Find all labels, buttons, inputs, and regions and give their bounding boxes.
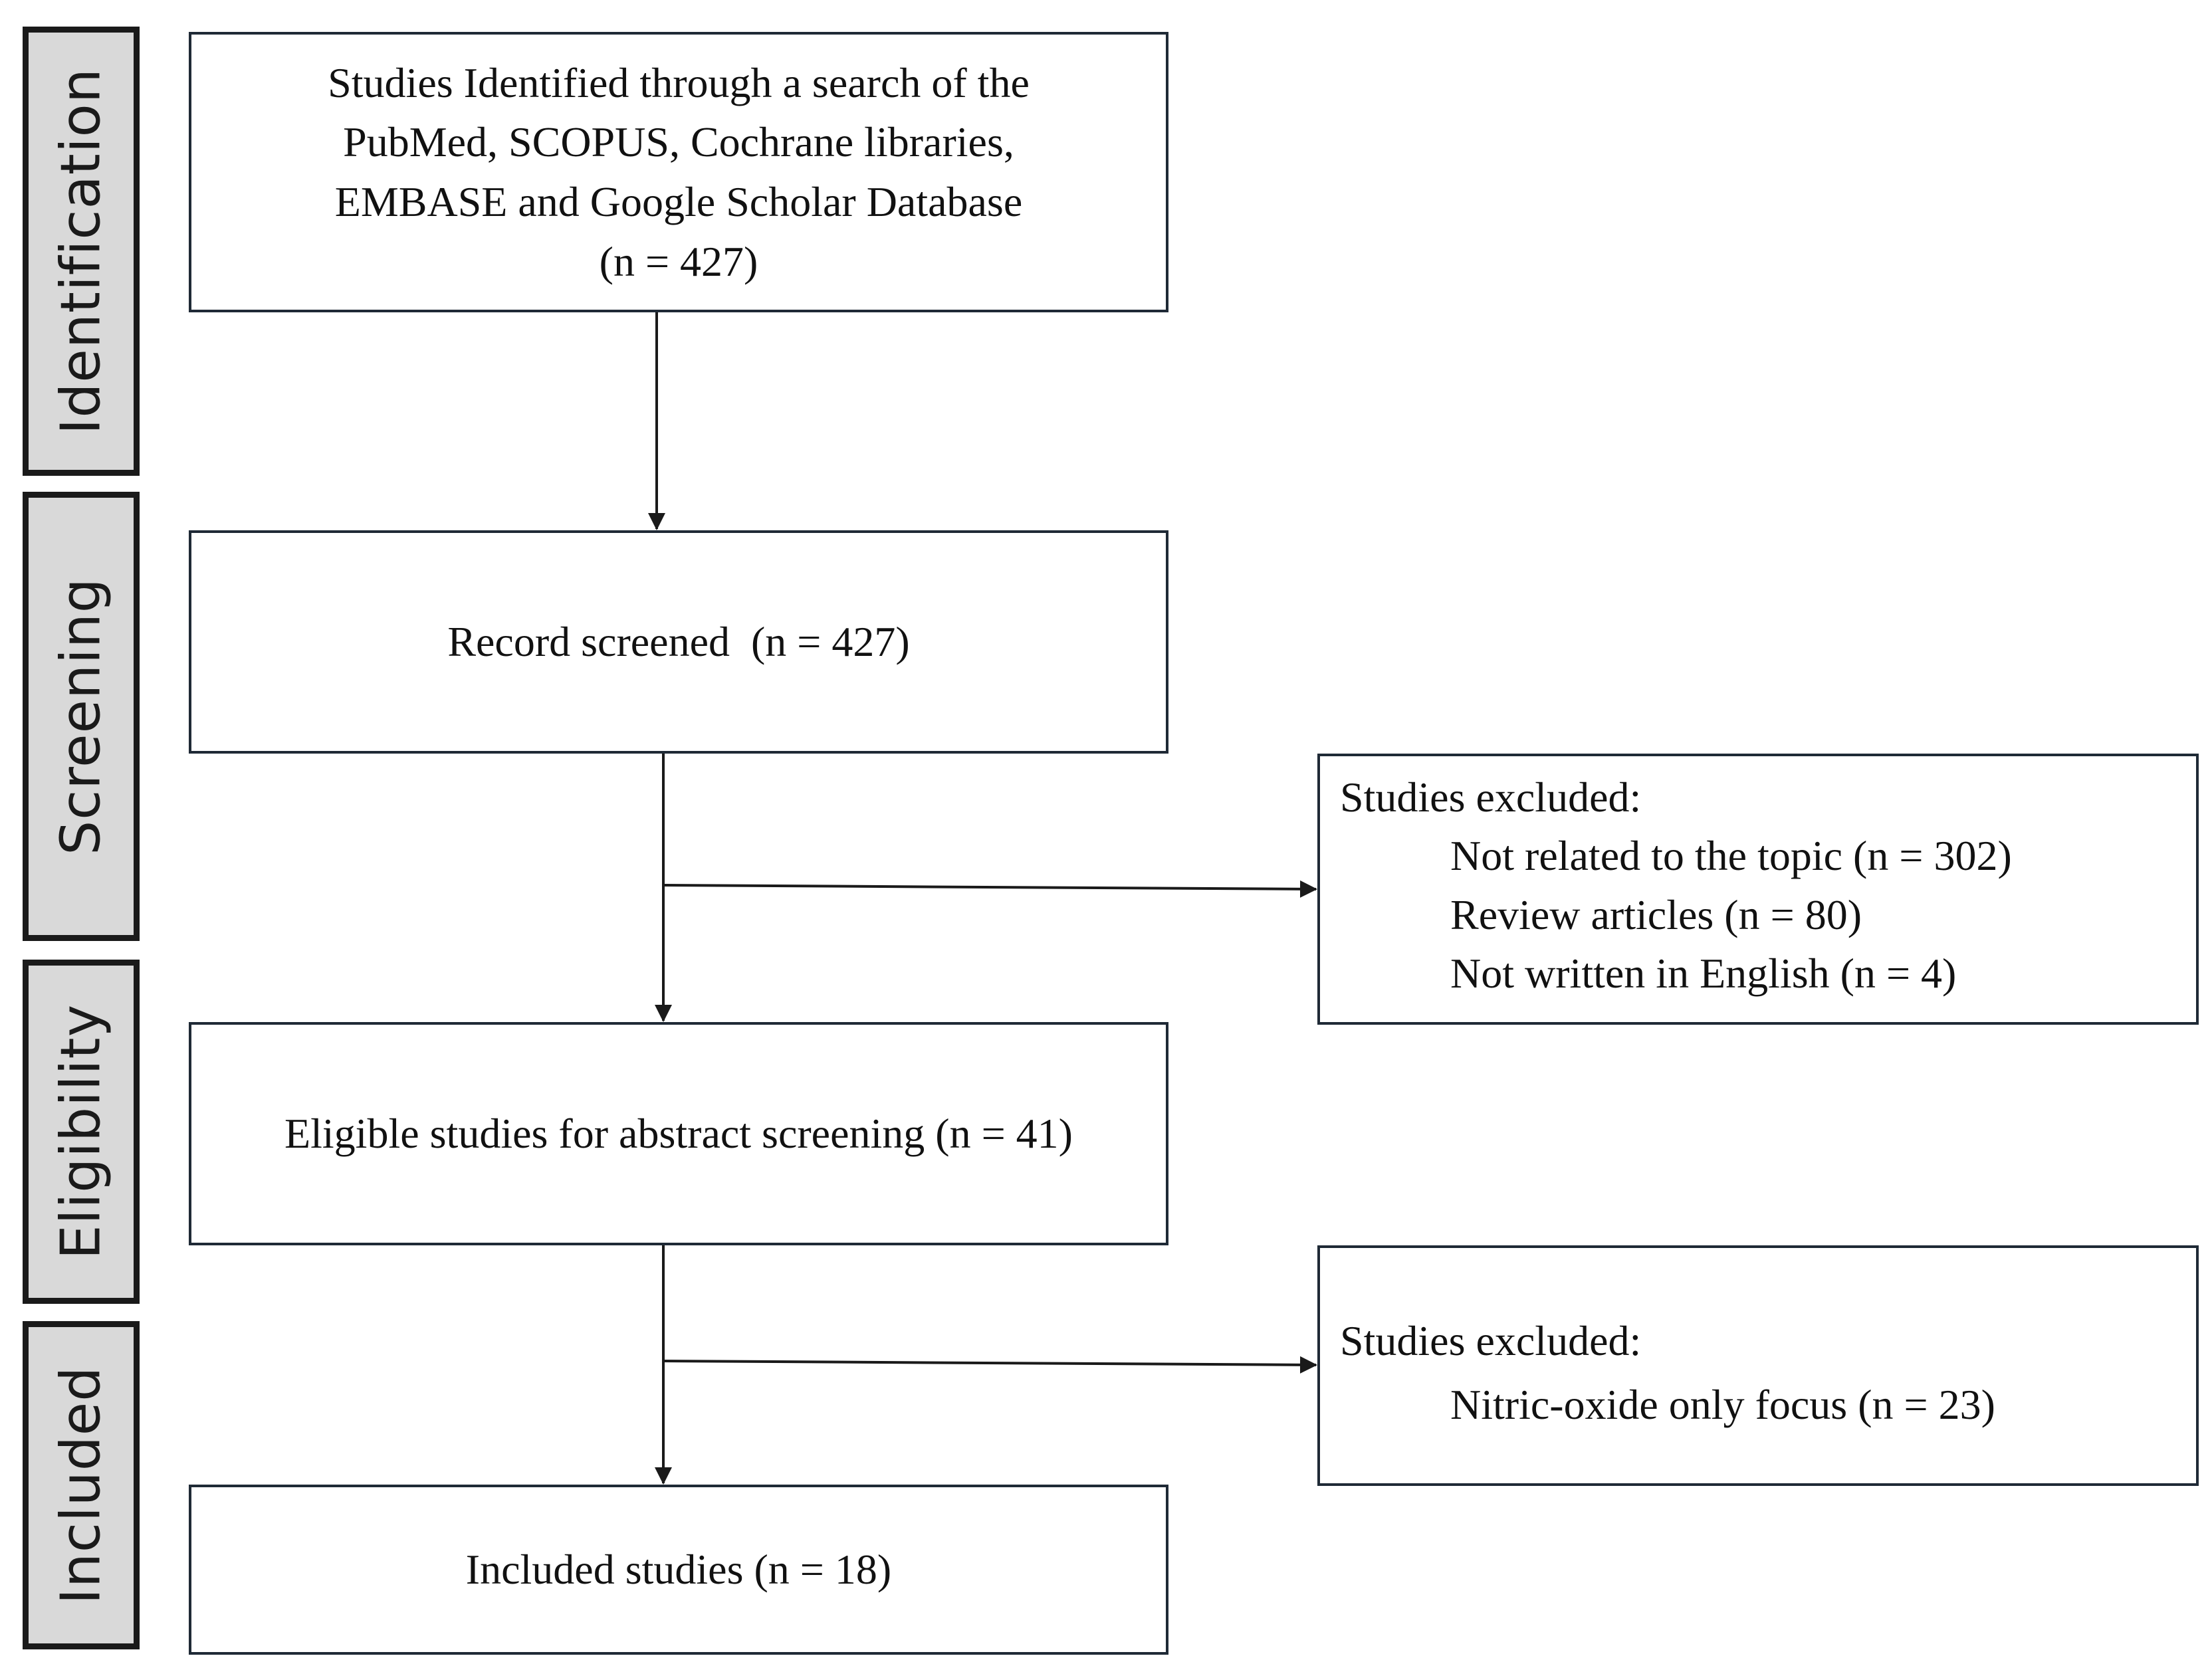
excluded-1-item: Not written in English (n = 4) xyxy=(1450,949,1957,997)
excluded-2-item: Nitric-oxide only focus (n = 23) xyxy=(1450,1381,1995,1429)
excluded-1-heading: Studies excluded: xyxy=(1340,774,1642,821)
excluded-2-heading: Studies excluded: xyxy=(1340,1317,1642,1364)
screened-box: Record screened (n = 427) xyxy=(189,530,1168,754)
included-text: Included studies (n = 18) xyxy=(465,1545,892,1593)
stage-included: Included xyxy=(23,1321,140,1649)
excluded-box-2: Studies excluded: Nitric-oxide only focu… xyxy=(1317,1245,2199,1486)
identified-line-2: PubMed, SCOPUS, Cochrane libraries, xyxy=(343,118,1014,166)
eligible-text: Eligible studies for abstract screening … xyxy=(284,1109,1073,1157)
stage-identification: Identification xyxy=(23,27,140,476)
eligible-box: Eligible studies for abstract screening … xyxy=(189,1022,1168,1245)
arrow-to-excluded-1 xyxy=(663,880,1317,898)
excluded-box-1: Studies excluded: Not related to the top… xyxy=(1317,754,2199,1025)
excluded-1-item: Not related to the topic (n = 302) xyxy=(1450,832,2012,880)
stage-screening: Screening xyxy=(23,492,140,941)
excluded-1-item: Review articles (n = 80) xyxy=(1450,890,1862,938)
identified-line-3: EMBASE and Google Scholar Database xyxy=(334,178,1023,225)
stage-eligibility: Eligibility xyxy=(23,960,140,1304)
included-box: Included studies (n = 18) xyxy=(189,1485,1168,1655)
identified-line-4: (n = 427) xyxy=(599,237,758,285)
identified-line-1: Studies Identified through a search of t… xyxy=(328,58,1030,106)
identified-box: Studies Identified through a search of t… xyxy=(189,32,1168,312)
arrow-to-excluded-2 xyxy=(663,1356,1317,1374)
screened-text: Record screened (n = 427) xyxy=(447,617,910,665)
